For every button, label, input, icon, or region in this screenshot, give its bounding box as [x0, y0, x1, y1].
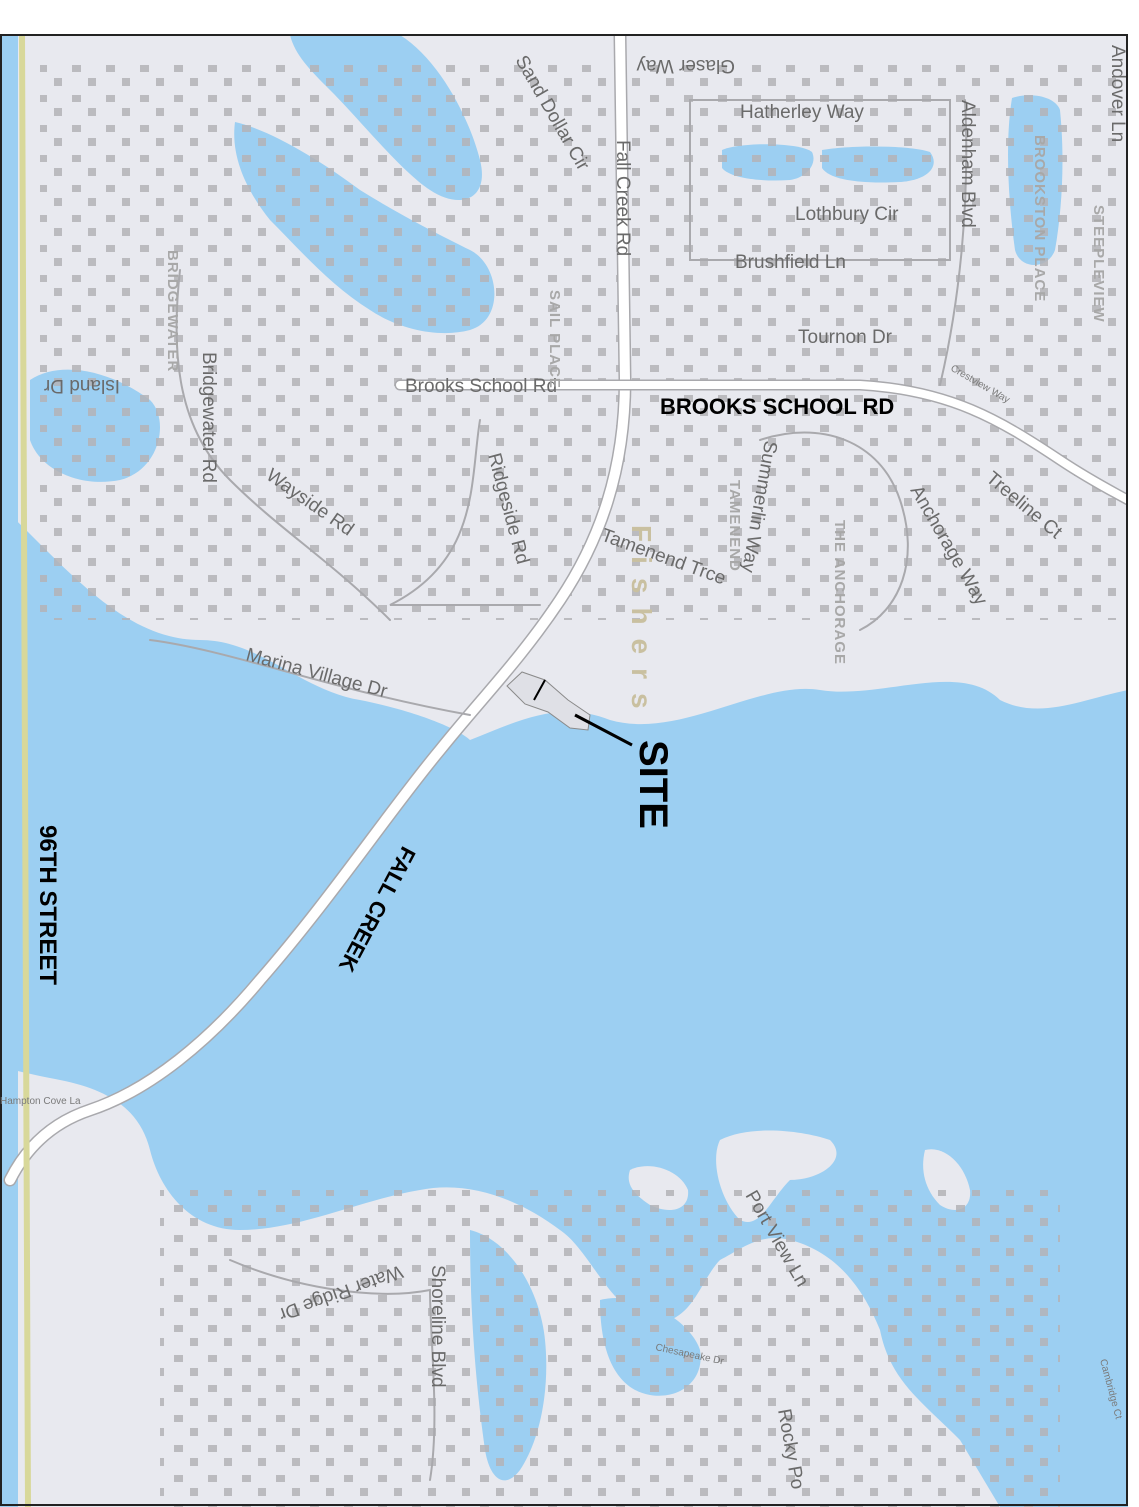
place-brookston-place: BROOKSTON PLACE [1031, 135, 1048, 302]
buildings-south [160, 1190, 1060, 1507]
label-aldenham-blvd: Aldenham Blvd [957, 100, 978, 228]
label-hatherley-way: Hatherley Way [740, 102, 864, 123]
label-shoreline-blvd: Shoreline Blvd [427, 1265, 448, 1388]
label-andover-ln: Andover Ln [1107, 45, 1128, 142]
brooks-school-rd [396, 381, 1128, 504]
minor-road-aldenham [939, 99, 968, 386]
place-bridgewater: BRIDGEWATER [164, 250, 181, 372]
place-tamenend: TAMENEND [726, 480, 743, 572]
label-glaser-way: Glaser Way [636, 55, 735, 76]
label-brushfield-ln: Brushfield Ln [735, 252, 846, 273]
site-parcel-tick [533, 679, 546, 701]
map-border [0, 34, 1128, 1506]
96th-street [19, 35, 31, 1507]
water-west-channel [0, 35, 18, 1507]
callout-96th-street: 96TH STREET [34, 825, 61, 985]
place-sail-place: SAIL PLACE [546, 290, 563, 389]
water-south-cove-east [1060, 1308, 1128, 1450]
minor-road-south [229, 1259, 436, 1481]
label-island-dr: Island Dr [43, 375, 120, 396]
label-lothbury-cir: Lothbury Cir [795, 204, 899, 225]
buildings-north [40, 60, 1120, 620]
label-hampton-cove-la: Hampton Cove La [0, 1096, 81, 1107]
minor-road-summerlin [759, 431, 909, 631]
label-brooks-school-rd: Brooks School Rd [405, 376, 557, 397]
minor-road-hatherley [689, 99, 951, 261]
callout-brooks-school-rd: BROOKS SCHOOL RD [660, 394, 894, 419]
town-label-fishers: Fishers [626, 525, 657, 723]
site-leader-line [574, 713, 633, 747]
minor-road-ridgeside [389, 419, 541, 606]
callout-site[interactable]: SITE [631, 740, 675, 829]
minor-road-marina [149, 639, 471, 716]
label-tournon-dr: Tournon Dr [798, 327, 893, 348]
label-bridgewater-rd: Bridgewater Rd [198, 352, 219, 483]
road-network [3, 35, 1128, 1507]
fall-creek-rd [5, 35, 631, 1185]
place-steepleview: STEEPLEVIEW [1090, 205, 1107, 323]
minor-road-bridgewater [175, 269, 391, 621]
label-fall-creek-rd: Fall Creek Rd [612, 140, 633, 256]
place-the-anchorage: THE ANCHORAGE [831, 520, 848, 665]
